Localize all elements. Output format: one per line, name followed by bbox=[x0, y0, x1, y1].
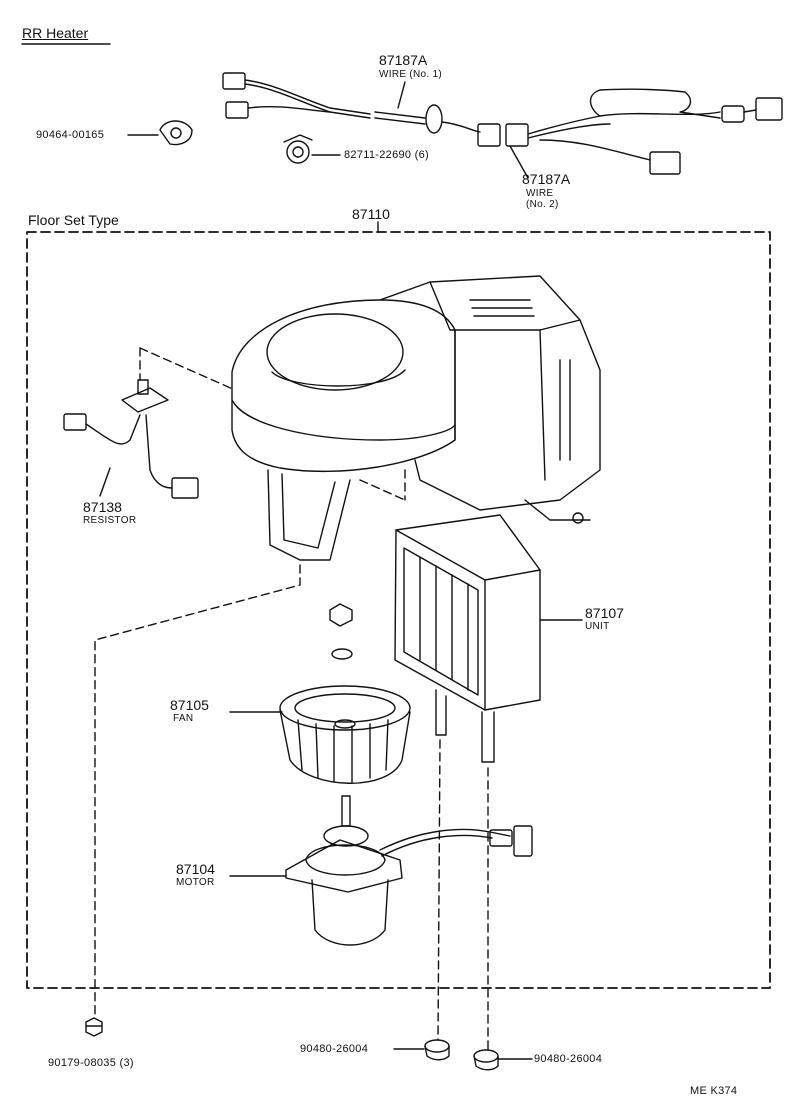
connector-icon bbox=[225, 101, 249, 119]
unit-name: UNIT bbox=[585, 621, 610, 632]
grommet-right-icon bbox=[473, 1049, 499, 1071]
grommet-icon bbox=[425, 104, 443, 134]
fan-name: FAN bbox=[173, 713, 194, 724]
unit-number: 87107 bbox=[585, 605, 624, 621]
resistor-number: 87138 bbox=[83, 499, 122, 515]
grommet-left-number: 90480-26004 bbox=[300, 1043, 369, 1055]
motor-name: MOTOR bbox=[176, 877, 215, 888]
guide-line bbox=[94, 564, 301, 1019]
grommet-right-number: 90480-26004 bbox=[534, 1053, 603, 1065]
clamp-icon bbox=[283, 134, 313, 164]
washer-icon bbox=[329, 603, 353, 660]
connector-icon bbox=[489, 829, 513, 847]
footer-code: ME K374 bbox=[690, 1085, 738, 1097]
motor-number: 87104 bbox=[176, 861, 215, 877]
guide-line bbox=[437, 739, 441, 1041]
wire1-number: 87187A bbox=[379, 52, 428, 68]
grommet-left-icon bbox=[424, 1039, 450, 1061]
nut-icon bbox=[85, 1017, 103, 1037]
page-title: RR Heater bbox=[22, 25, 89, 41]
resistor-name: RESISTOR bbox=[83, 515, 137, 526]
fan-icon bbox=[279, 685, 411, 784]
nut-number: 90179-08035 (3) bbox=[48, 1057, 134, 1069]
wire1-name: WIRE (No. 1) bbox=[379, 69, 443, 80]
connector-icon bbox=[721, 105, 745, 123]
assembly-frame bbox=[26, 231, 771, 989]
assembly-number: 87110 bbox=[352, 206, 390, 222]
heater-unit-icon bbox=[394, 514, 541, 763]
wire2-number: 87187A bbox=[522, 171, 571, 187]
resistor-icon bbox=[63, 379, 199, 499]
connector-icon bbox=[477, 123, 501, 147]
connector-icon bbox=[222, 72, 246, 90]
wire-harness-no1 bbox=[222, 72, 481, 134]
blower-housing-icon bbox=[231, 275, 601, 561]
connector-icon bbox=[171, 477, 199, 499]
socket-number: 90464-00165 bbox=[36, 129, 105, 141]
wire2-name-line2: (No. 2) bbox=[526, 199, 559, 210]
connector-icon bbox=[649, 151, 681, 175]
wire2-name-line1: WIRE bbox=[526, 188, 554, 199]
connector-icon bbox=[755, 97, 783, 121]
connector-icon bbox=[63, 413, 87, 431]
connector-icon bbox=[513, 825, 533, 857]
socket-icon bbox=[159, 120, 193, 146]
connector-icon bbox=[505, 123, 529, 147]
section-title: Floor Set Type bbox=[28, 212, 119, 228]
wire-harness-no2 bbox=[477, 88, 783, 175]
fan-number: 87105 bbox=[170, 697, 209, 713]
motor-icon bbox=[285, 795, 533, 946]
clamp-number: 82711-22690 (6) bbox=[344, 149, 430, 161]
